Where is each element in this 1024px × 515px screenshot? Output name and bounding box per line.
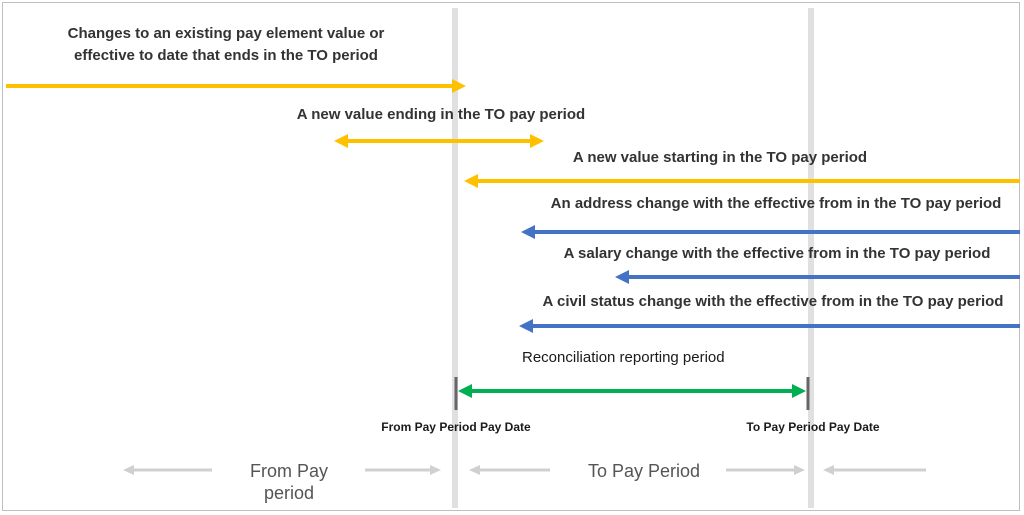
- to-period-left-arrow: [469, 465, 550, 475]
- to-period-right-arrow: [726, 465, 805, 475]
- new-value-ending-arrow: [334, 134, 544, 148]
- existing-change-label: Changes to an existing pay element value…: [67, 25, 385, 64]
- from-period-label: From Pay period: [249, 461, 328, 503]
- to-period-label: To Pay Period: [587, 461, 701, 481]
- to-pay-date-label: To Pay Period Pay Date: [746, 420, 880, 434]
- new-value-ending-label: A new value ending in the TO pay period: [296, 106, 586, 123]
- address-change-arrow: [521, 225, 1020, 239]
- after-period-left-arrow: [823, 465, 926, 475]
- reconciliation-arrow: [458, 384, 806, 398]
- address-change-label: An address change with the effective fro…: [550, 195, 1002, 212]
- existing-change-arrow: [6, 79, 466, 93]
- civil-status-change-arrow: [519, 319, 1020, 333]
- salary-change-arrow: [615, 270, 1020, 284]
- from-period-right-arrow: [365, 465, 441, 475]
- new-value-starting-arrow: [464, 174, 1020, 188]
- from-period-left-arrow: [123, 465, 212, 475]
- from-pay-date-divider: [452, 8, 458, 508]
- new-value-starting-label: A new value starting in the TO pay perio…: [572, 149, 868, 166]
- reconciliation-label: Reconciliation reporting period: [522, 349, 725, 366]
- to-pay-date-divider: [808, 8, 814, 508]
- salary-change-label: A salary change with the effective from …: [563, 245, 991, 262]
- civil-status-change-label: A civil status change with the effective…: [542, 293, 1004, 310]
- from-pay-date-label: From Pay Period Pay Date: [381, 420, 531, 434]
